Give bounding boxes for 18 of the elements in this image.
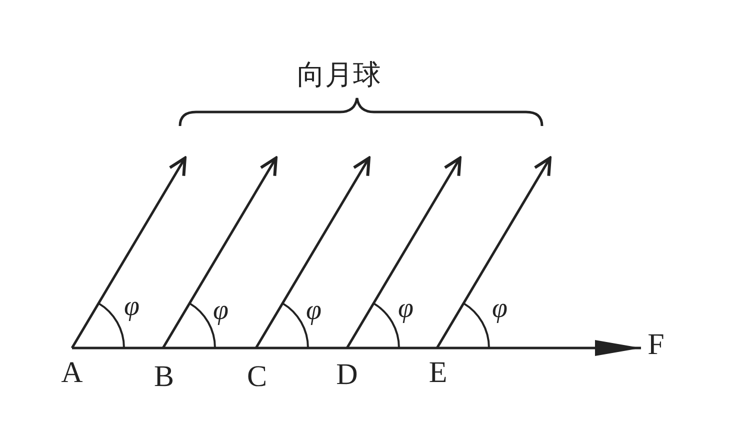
angle-label: φ xyxy=(306,296,322,326)
angle-label: φ xyxy=(124,292,140,322)
angle-label: φ xyxy=(492,294,508,324)
point-label: F xyxy=(641,326,671,362)
point-label: E xyxy=(424,354,452,390)
angle-label: φ xyxy=(398,294,414,324)
arrow xyxy=(72,340,641,356)
point-label: D xyxy=(333,356,361,392)
point-label: C xyxy=(243,358,271,394)
arrow xyxy=(436,156,552,349)
arrow xyxy=(70,156,186,349)
arrow xyxy=(346,156,462,349)
point-label: A xyxy=(58,354,86,390)
arrow xyxy=(162,156,278,349)
title-label: 向月球 xyxy=(297,60,381,90)
point-label: B xyxy=(150,358,178,394)
arrow xyxy=(254,156,370,349)
angle-label: φ xyxy=(213,296,228,326)
